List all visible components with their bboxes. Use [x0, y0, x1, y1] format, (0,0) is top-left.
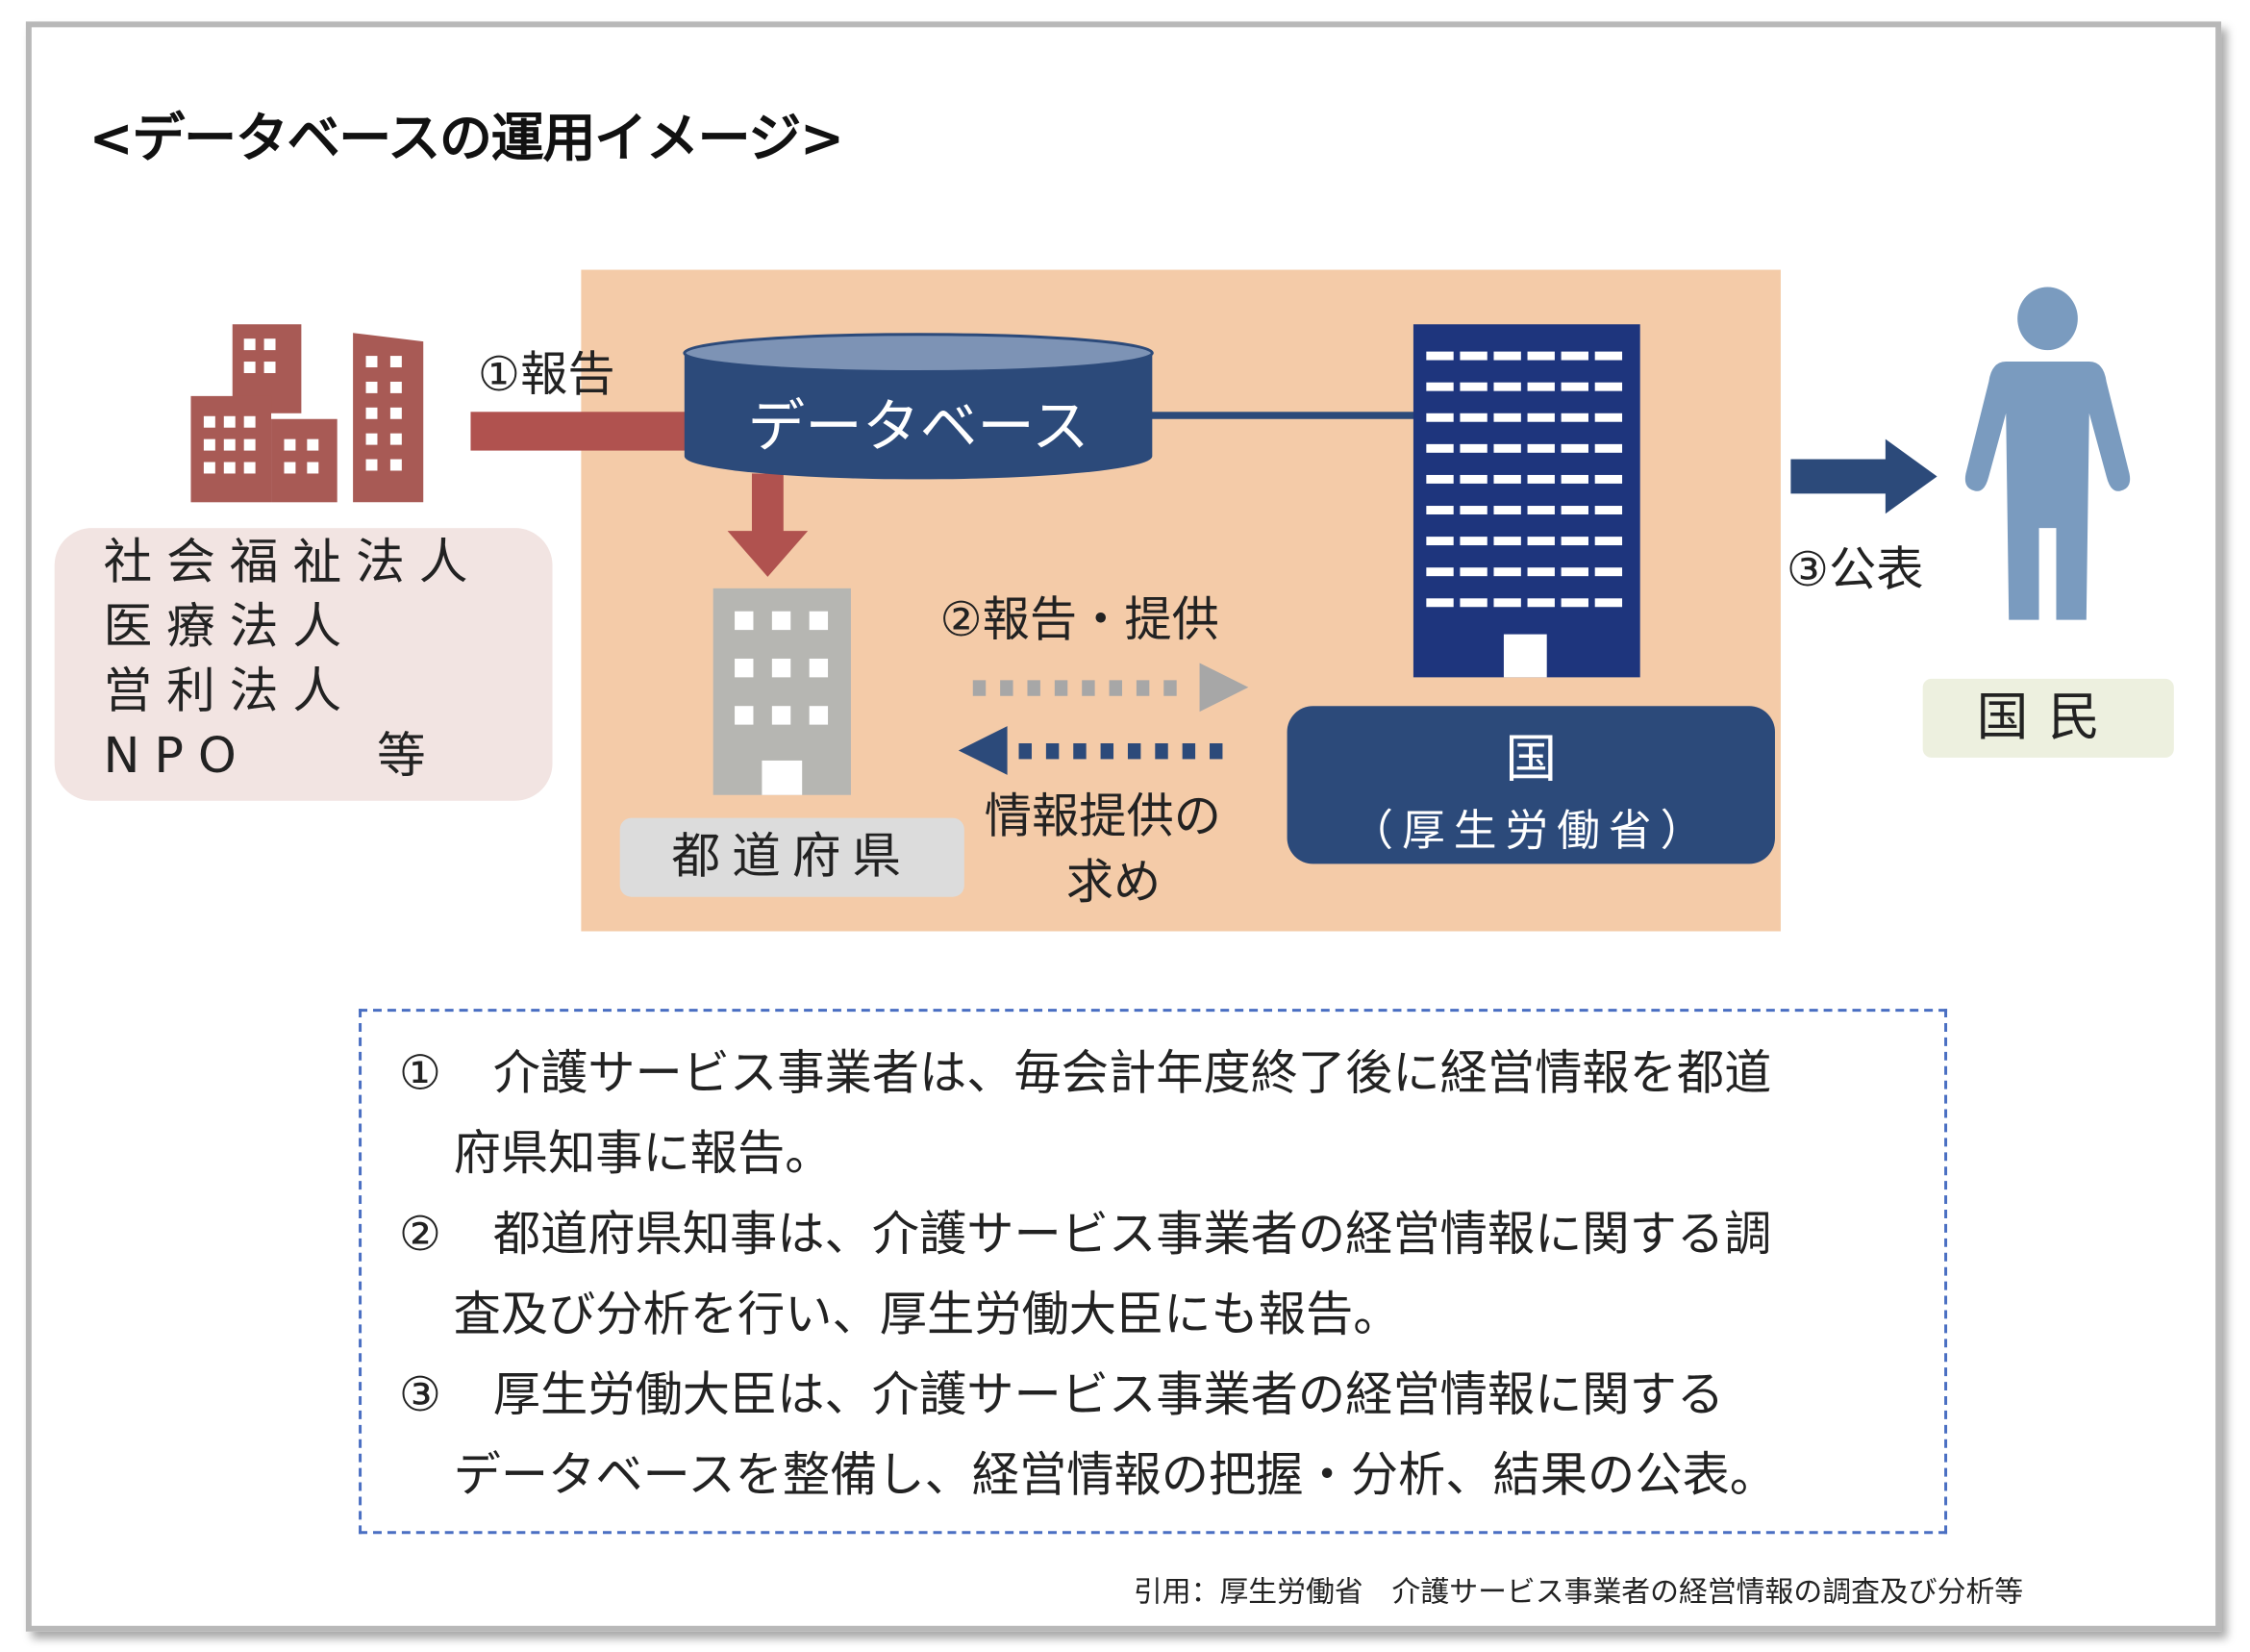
request-label-line1: 情報提供の: [984, 788, 1221, 844]
note-2: ② 都道府県知事は、介護サービス事業者の経営情報に関する調 査及び分析を行い、厚生…: [399, 1194, 1772, 1355]
window-strip: [1561, 382, 1588, 391]
window-strip: [1460, 537, 1488, 546]
note-number: ③: [398, 1365, 442, 1422]
window-strip: [1561, 537, 1588, 546]
window-strip: [1493, 598, 1521, 608]
window-strip: [1594, 506, 1623, 514]
national-government-box: 国 （厚生労働省）: [1287, 706, 1775, 864]
providers-box: 社会福祉法人 医療法人 営利法人 NPO 等: [54, 528, 553, 801]
note-number: ②: [398, 1205, 442, 1262]
note-text: 府県知事に報告。: [453, 1124, 833, 1182]
note-text: 厚生労働大臣は、介護サービス事業者の経営情報に関する: [492, 1365, 1725, 1422]
citizen-person-icon: [1964, 287, 2131, 620]
window-strip: [1460, 506, 1488, 514]
notes-box: [359, 1009, 1948, 1535]
note-text: 都道府県知事は、介護サービス事業者の経営情報に関する調: [492, 1205, 1772, 1262]
window-strip: [1527, 598, 1555, 608]
window-strip: [1527, 506, 1555, 514]
prefecture-building-icon: [712, 588, 851, 795]
window-strip: [1594, 382, 1623, 391]
window-strip: [1426, 382, 1454, 391]
window-strip: [1594, 567, 1623, 577]
window-strip: [1426, 567, 1454, 577]
window-strip: [1561, 598, 1588, 608]
window-strip: [1527, 474, 1555, 484]
window-strip: [1594, 598, 1623, 608]
provider-line: 医療法人: [103, 598, 357, 656]
window-strip: [1460, 443, 1488, 453]
note-text: 介護サービス事業者は、毎会計年度終了後に経営情報を都道: [492, 1044, 1772, 1101]
database-cylinder-icon: [683, 333, 1154, 480]
window-strip: [1460, 474, 1488, 484]
provider-buildings-icon: [190, 324, 424, 503]
step3-label: ③公表: [1786, 540, 1924, 597]
page-title: <データベースの運用イメージ>: [88, 107, 845, 170]
step1-label: ①報告: [477, 345, 615, 402]
window-strip: [1561, 443, 1588, 453]
window-strip: [1493, 351, 1521, 361]
window-strip: [1426, 598, 1454, 608]
window-strip: [1426, 443, 1454, 453]
window-strip: [1594, 474, 1623, 484]
window-strip: [1561, 567, 1588, 577]
window-strip: [1594, 443, 1623, 453]
window-strip: [1561, 474, 1588, 484]
window-strip: [1527, 537, 1555, 546]
step2-label: ②報告・提供: [939, 590, 1219, 648]
provider-line: 営利法人: [103, 663, 357, 721]
window-strip: [1594, 413, 1623, 422]
window-strip: [1594, 351, 1623, 361]
window-strip: [1527, 413, 1555, 422]
window-strip: [1493, 506, 1521, 514]
window-strip: [1426, 351, 1454, 361]
window-strip: [1426, 474, 1454, 484]
provider-line: NPO 等: [103, 727, 440, 786]
publish-arrow-icon: [1790, 438, 1938, 514]
connector-line: [1147, 412, 1418, 419]
window-strip: [1460, 567, 1488, 577]
window-strip: [1493, 443, 1521, 453]
provider-line: 社会福祉法人: [103, 534, 483, 591]
request-arrow-icon: [958, 726, 1223, 775]
note-number: ①: [398, 1044, 442, 1101]
window-strip: [1460, 598, 1488, 608]
window-strip: [1493, 382, 1521, 391]
window-strip: [1493, 537, 1521, 546]
note-3: ③ 厚生労働大臣は、介護サービス事業者の経営情報に関する データベースを整備し、経…: [399, 1355, 1777, 1515]
window-strip: [1527, 443, 1555, 453]
ministry-building-icon: [1412, 324, 1640, 678]
national-title: 国: [1505, 730, 1558, 789]
window-strip: [1561, 506, 1588, 514]
note-text: 査及び分析を行い、厚生労働大臣にも報告。: [453, 1286, 1401, 1342]
window-strip: [1460, 351, 1488, 361]
note-1: ① 介護サービス事業者は、毎会計年度終了後に経営情報を都道 府県知事に報告。: [399, 1033, 1772, 1193]
window-strip: [1561, 351, 1588, 361]
window-strip: [1460, 382, 1488, 391]
request-label-line2: 求め: [1065, 853, 1162, 911]
window-strip: [1527, 567, 1555, 577]
down-arrow-icon: [727, 473, 809, 577]
citation: 引用：厚生労働省 介護サービス事業者の経営情報の調査及び分析等: [1133, 1574, 2024, 1609]
window-strip: [1493, 413, 1521, 422]
window-strip: [1426, 537, 1454, 546]
window-strip: [1426, 413, 1454, 422]
window-strip: [1493, 474, 1521, 484]
window-strip: [1561, 413, 1588, 422]
report-provide-arrow-icon: [972, 663, 1249, 713]
citizens-label: 国民: [1922, 678, 2174, 758]
window-strip: [1426, 506, 1454, 514]
window-strip: [1460, 413, 1488, 422]
window-strip: [1594, 537, 1623, 546]
national-subtitle: （厚生労働省）: [1350, 806, 1712, 857]
window-strip: [1493, 567, 1521, 577]
window-strip: [1527, 351, 1555, 361]
prefecture-label: 都道府県: [619, 817, 964, 897]
window-strip: [1527, 382, 1555, 391]
database-label: データベース: [747, 394, 1089, 462]
note-text: データベースを整備し、経営情報の把握・分析、結果の公表。: [453, 1446, 1778, 1503]
report-arrow-bar: [470, 412, 689, 451]
